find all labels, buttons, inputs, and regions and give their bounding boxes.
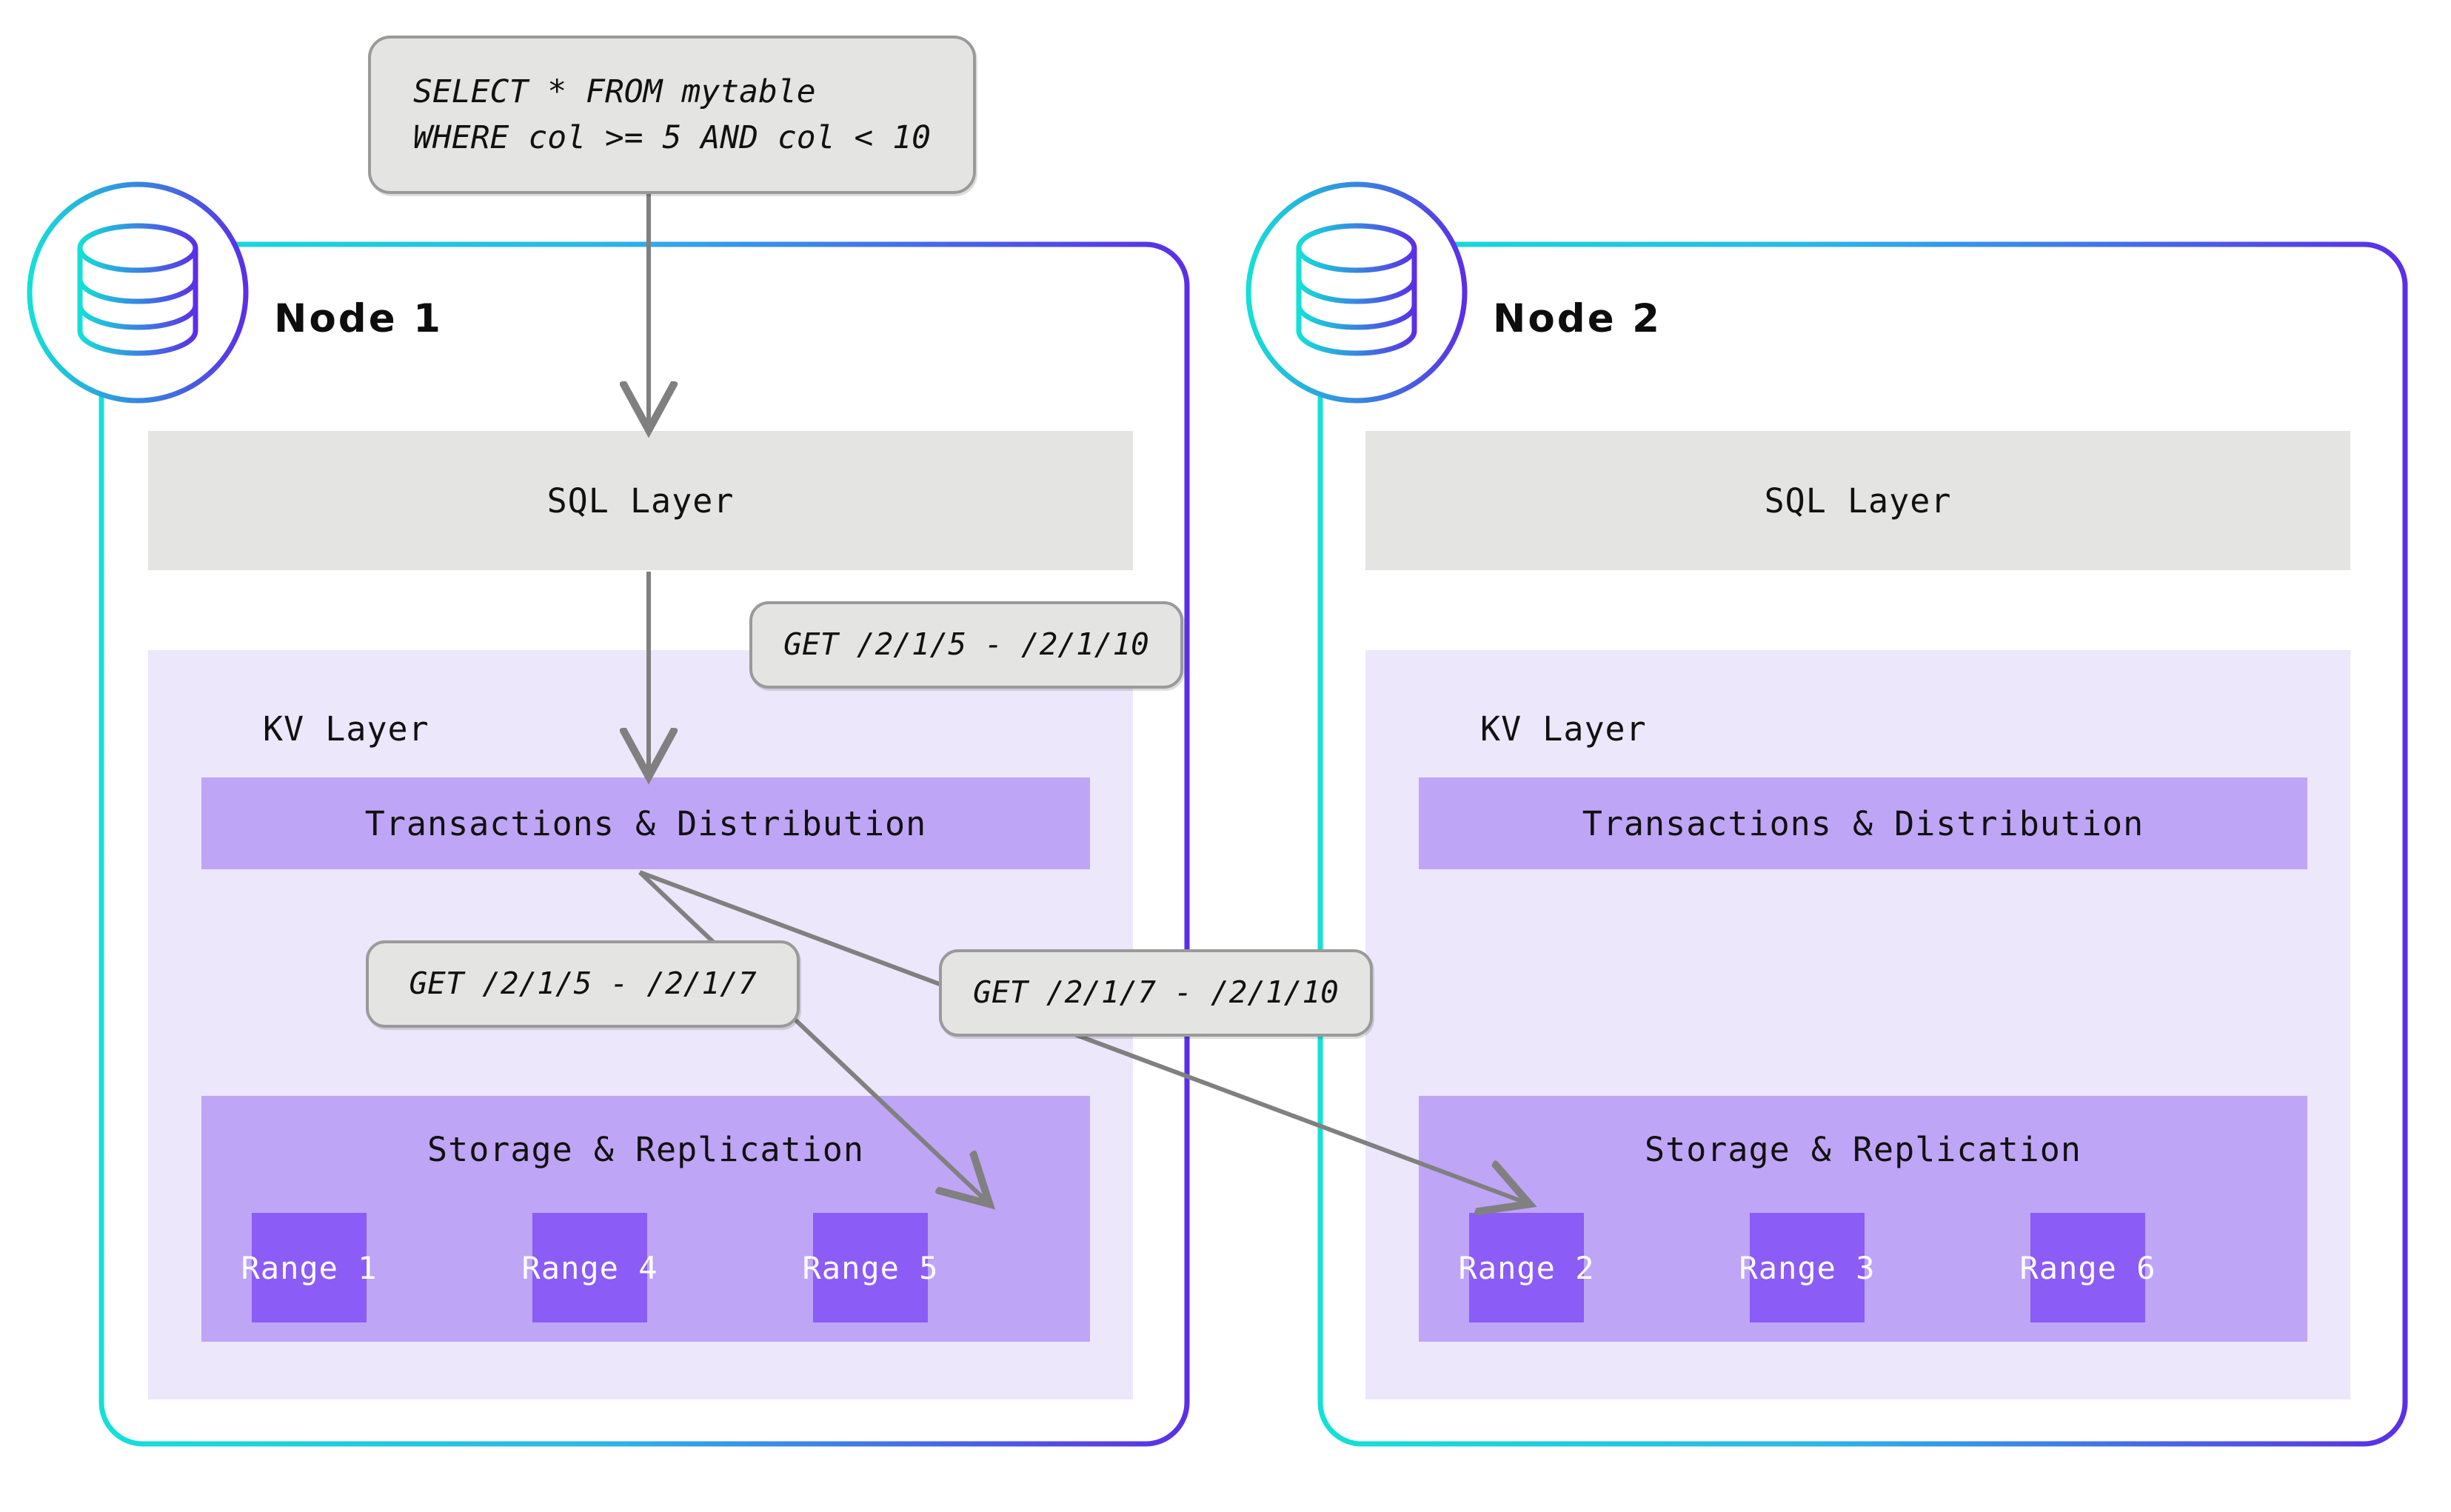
callout-sql-to-kv-text: GET /2/1/5 - /2/1/10	[783, 626, 1149, 663]
database-cylinder-icon	[1296, 223, 1417, 356]
node-2-transactions-label: Transactions & Distribution	[1582, 803, 2144, 843]
sql-query-line-1: SELECT * FROM mytable	[413, 73, 816, 110]
callout-kv-to-local-range-text: GET /2/1/5 - /2/1/7	[409, 966, 757, 1002]
node-1-storage-label: Storage & Replication	[427, 1130, 864, 1169]
database-cylinder-icon	[77, 223, 198, 356]
node-1-range-box[interactable]: Range 4	[522, 1213, 658, 1322]
node-2-border	[1317, 241, 2408, 1447]
range-label: Range 1	[241, 1249, 378, 1286]
node-2-range-box[interactable]: Range 6	[2020, 1213, 2156, 1322]
callout-kv-to-remote-range-text: GET /2/1/7 - /2/1/10	[973, 974, 1339, 1011]
callout-kv-to-local-range: GET /2/1/5 - /2/1/7	[366, 940, 800, 1028]
node-2-sql-layer: SQL Layer	[1365, 431, 2350, 570]
range-label: Range 5	[802, 1249, 939, 1286]
node-2-transactions-bar: Transactions & Distribution	[1419, 777, 2307, 869]
node-1-kv-layer-label: KV Layer	[263, 709, 429, 749]
node-1-transactions-label: Transactions & Distribution	[364, 803, 927, 843]
node-1-range-box[interactable]: Range 1	[241, 1213, 377, 1322]
node-1-transactions-bar: Transactions & Distribution	[201, 777, 1090, 869]
range-label: Range 3	[1739, 1249, 1876, 1286]
arrow-kv-to-range-2	[638, 870, 1525, 1202]
callout-kv-to-remote-range: GET /2/1/7 - /2/1/10	[939, 949, 1373, 1037]
node-2-range-box[interactable]: Range 2	[1459, 1213, 1594, 1322]
node-2-kv-layer-label: KV Layer	[1480, 709, 1647, 749]
node-1-range-box[interactable]: Range 5	[803, 1213, 938, 1322]
node-1-title: Node 1	[274, 296, 443, 341]
sql-query-line-2: WHERE col >= 5 AND col < 10	[413, 119, 931, 156]
node-2-storage-label: Storage & Replication	[1645, 1130, 2081, 1169]
arrow-kv-to-range-5	[638, 870, 986, 1201]
node-2-range-box[interactable]: Range 3	[1739, 1213, 1875, 1322]
node-2-sql-layer-label: SQL Layer	[1764, 481, 1952, 521]
range-label: Range 4	[521, 1249, 658, 1286]
node-1-sql-layer-label: SQL Layer	[546, 481, 735, 521]
range-label: Range 2	[1458, 1249, 1595, 1286]
node-2-title: Node 2	[1493, 296, 1662, 341]
node-1-storage-bar: Storage & Replication Range 1 Range 4 Ra…	[201, 1096, 1090, 1342]
node-1-sql-layer: SQL Layer	[148, 431, 1133, 570]
node-1-border	[98, 241, 1190, 1447]
node-2-storage-bar: Storage & Replication Range 2 Range 3 Ra…	[1419, 1096, 2307, 1342]
callout-sql-to-kv: GET /2/1/5 - /2/1/10	[749, 601, 1183, 689]
range-label: Range 6	[2019, 1249, 2156, 1286]
